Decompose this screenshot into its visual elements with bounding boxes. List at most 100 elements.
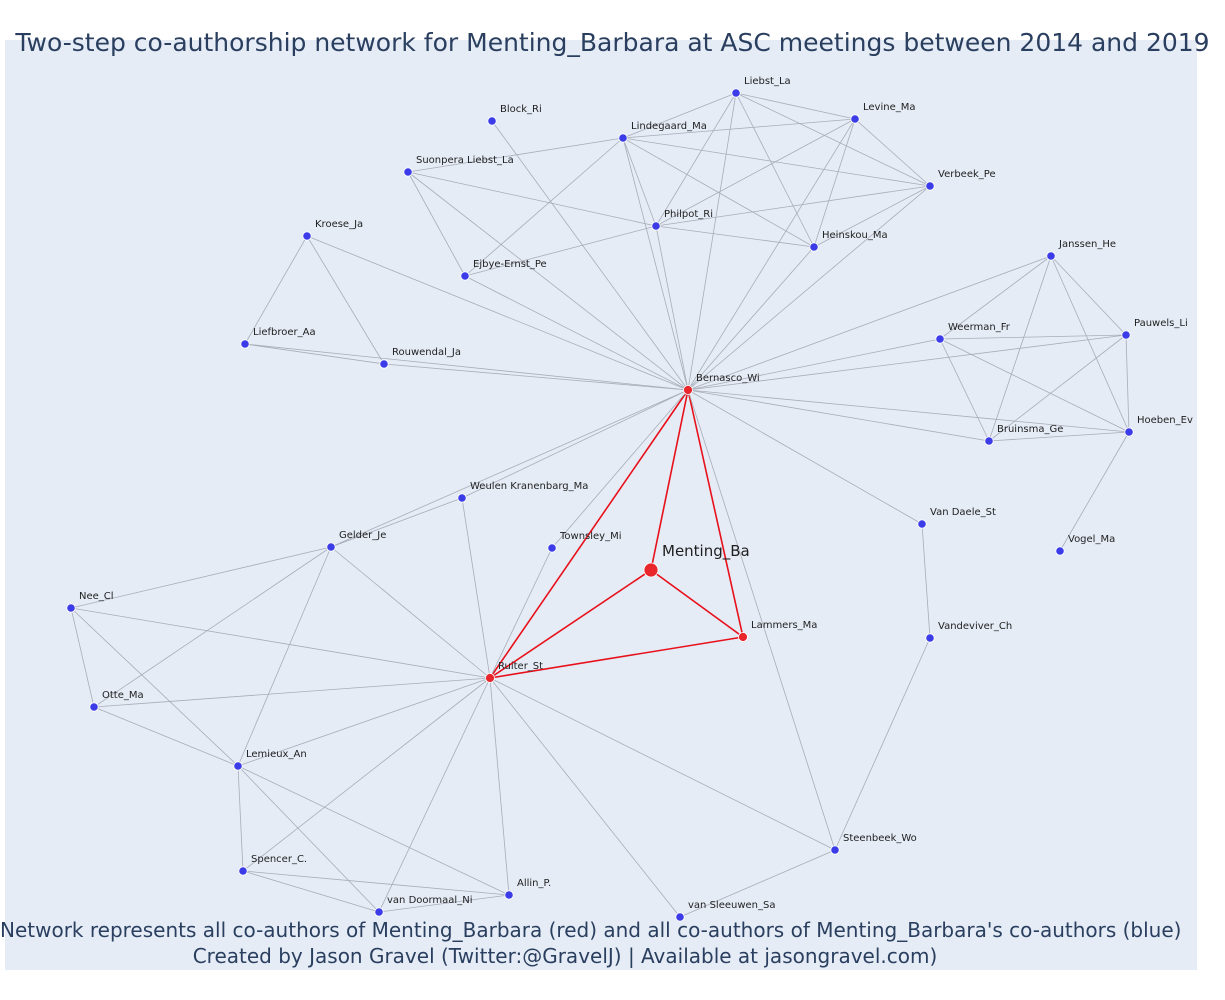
edge-janssen-he-pauwels-li	[1050, 255, 1127, 336]
edge-janssen-he-weerman-fr	[939, 255, 1052, 340]
node-label-van-sleeuwen-sa: van Sleeuwen_Sa	[688, 900, 775, 911]
node-label-bernasco-wi: Bernasco_Wi	[696, 373, 760, 384]
edge-bernasco-wi-weerman-fr	[687, 338, 941, 391]
node-allin-p[interactable]	[504, 890, 514, 900]
edge-liebst-la-lindegaard-ma	[622, 92, 737, 139]
node-levine-ma[interactable]	[850, 114, 860, 124]
node-label-ejbye-ernst-pe: Ejbye-Ernst_Pe	[473, 259, 547, 270]
node-townsley-mi[interactable]	[547, 543, 557, 553]
edge-bernasco-wi-liefbroer-aa	[244, 343, 689, 391]
edge-bernasco-wi-suonpera-liebst-la	[407, 171, 689, 391]
edge-bernasco-wi-lammers-ma	[687, 389, 744, 638]
node-vogel-ma[interactable]	[1055, 546, 1065, 556]
node-pauwels-li[interactable]	[1121, 330, 1131, 340]
edge-pauwels-li-hoeben-ev	[1125, 334, 1130, 433]
edge-lemieux-an-allin-p	[237, 765, 510, 896]
edge-bernasco-wi-kroese-ja	[306, 235, 689, 391]
edge-verbeek-pe-philpot-ri	[655, 185, 931, 227]
node-spencer-c[interactable]	[238, 866, 248, 876]
edge-nee-cl-otte-ma	[70, 607, 95, 708]
node-label-allin-p: Allin_P.	[517, 878, 551, 889]
node-gelder-je[interactable]	[326, 542, 336, 552]
edge-ruiter-st-gelder-je	[330, 546, 491, 679]
node-weulen-kranenbarg-ma[interactable]	[457, 493, 467, 503]
node-label-lemieux-an: Lemieux_An	[246, 749, 307, 760]
edge-ejbye-ernst-pe-philpot-ri	[464, 225, 657, 277]
node-label-liebst-la: Liebst_La	[744, 76, 791, 87]
node-rouwendal-ja[interactable]	[379, 359, 389, 369]
node-steenbeek-wo[interactable]	[830, 845, 840, 855]
node-liefbroer-aa[interactable]	[240, 339, 250, 349]
edge-bernasco-wi-ejbye-ernst-pe	[464, 275, 689, 391]
edge-ruiter-st-van-sleeuwen-sa	[489, 677, 681, 918]
edge-lindegaard-ma-suonpera-liebst-la	[407, 137, 624, 173]
edge-liebst-la-philpot-ri	[655, 92, 737, 227]
edge-van-daele-st-vandeviver-ch	[921, 523, 931, 639]
node-ejbye-ernst-pe[interactable]	[460, 271, 470, 281]
edge-gelder-je-weulen-kranenbarg-ma	[330, 497, 463, 548]
edge-van-doormaal-ni-allin-p	[378, 894, 510, 913]
node-label-steenbeek-wo: Steenbeek_Wo	[843, 833, 917, 844]
node-label-weerman-fr: Weerman_Fr	[948, 322, 1011, 333]
node-label-vandeviver-ch: Vandeviver_Ch	[938, 621, 1012, 632]
edge-ruiter-st-townsley-mi	[489, 547, 553, 679]
network-graph[interactable]: Menting_BaBernasco_WiRuiter_StLammers_Ma…	[0, 0, 1200, 1000]
edge-liebst-la-verbeek-pe	[735, 92, 931, 187]
node-heinskou-ma[interactable]	[809, 242, 819, 252]
node-label-liefbroer-aa: Liefbroer_Aa	[253, 327, 316, 338]
node-bernasco-wi[interactable]	[683, 385, 693, 395]
node-verbeek-pe[interactable]	[925, 181, 935, 191]
node-label-hoeben-ev: Hoeben_Ev	[1137, 415, 1193, 426]
edge-bernasco-wi-liebst-la	[687, 92, 737, 391]
edge-menting-ba-ruiter-st	[489, 569, 652, 679]
edge-bernasco-wi-bruinsma-ge	[687, 389, 990, 442]
edge-lindegaard-ma-ejbye-ernst-pe	[464, 137, 624, 277]
node-van-doormaal-ni[interactable]	[374, 907, 384, 917]
node-layer	[66, 88, 1134, 922]
edge-ruiter-st-otte-ma	[93, 677, 491, 708]
edge-bernasco-wi-gelder-je	[330, 389, 689, 548]
edge-ruiter-st-steenbeek-wo	[489, 677, 836, 851]
edge-lindegaard-ma-verbeek-pe	[622, 137, 931, 187]
node-label-pauwels-li: Pauwels_Li	[1134, 318, 1188, 329]
node-menting-ba[interactable]	[643, 562, 659, 578]
node-van-sleeuwen-sa[interactable]	[675, 912, 685, 922]
edge-steenbeek-wo-van-sleeuwen-sa	[679, 849, 836, 918]
edge-liebst-la-levine-ma	[735, 92, 856, 120]
edge-bernasco-wi-steenbeek-wo	[687, 389, 836, 851]
node-vandeviver-ch[interactable]	[925, 633, 935, 643]
edge-lemieux-an-van-doormaal-ni	[237, 765, 380, 913]
node-suonpera-liebst-la[interactable]	[403, 167, 413, 177]
node-lemieux-an[interactable]	[233, 761, 243, 771]
node-ruiter-st[interactable]	[485, 673, 495, 683]
node-label-janssen-he: Janssen_He	[1058, 239, 1116, 250]
node-label-ruiter-st: Ruiter_St	[498, 661, 543, 672]
node-philpot-ri[interactable]	[651, 221, 661, 231]
edge-levine-ma-philpot-ri	[655, 118, 856, 227]
node-janssen-he[interactable]	[1046, 251, 1056, 261]
node-nee-cl[interactable]	[66, 603, 76, 613]
node-otte-ma[interactable]	[89, 702, 99, 712]
caption-line-1: Network represents all co-authors of Men…	[0, 918, 1182, 942]
node-block-ri[interactable]	[487, 116, 497, 126]
node-lammers-ma[interactable]	[738, 632, 748, 642]
node-label-townsley-mi: Townsley_Mi	[559, 531, 622, 542]
edge-bernasco-wi-townsley-mi	[551, 389, 689, 549]
node-kroese-ja[interactable]	[302, 231, 312, 241]
node-van-daele-st[interactable]	[917, 519, 927, 529]
edge-bruinsma-ge-hoeben-ev	[988, 431, 1130, 442]
node-liebst-la[interactable]	[731, 88, 741, 98]
edge-vandeviver-ch-steenbeek-wo	[834, 637, 931, 851]
edge-bernasco-wi-ruiter-st	[489, 389, 689, 679]
edge-ruiter-st-allin-p	[489, 677, 510, 896]
node-label-philpot-ri: Philpot_Ri	[664, 209, 713, 220]
edge-spencer-c-van-doormaal-ni	[242, 870, 380, 913]
node-hoeben-ev[interactable]	[1124, 427, 1134, 437]
node-lindegaard-ma[interactable]	[618, 133, 628, 143]
node-label-heinskou-ma: Heinskou_Ma	[822, 230, 888, 241]
node-weerman-fr[interactable]	[935, 334, 945, 344]
edge-philpot-ri-heinskou-ma	[655, 225, 815, 248]
edge-ruiter-st-van-doormaal-ni	[378, 677, 491, 913]
node-bruinsma-ge[interactable]	[984, 436, 994, 446]
edge-pauwels-li-bruinsma-ge	[988, 334, 1127, 442]
